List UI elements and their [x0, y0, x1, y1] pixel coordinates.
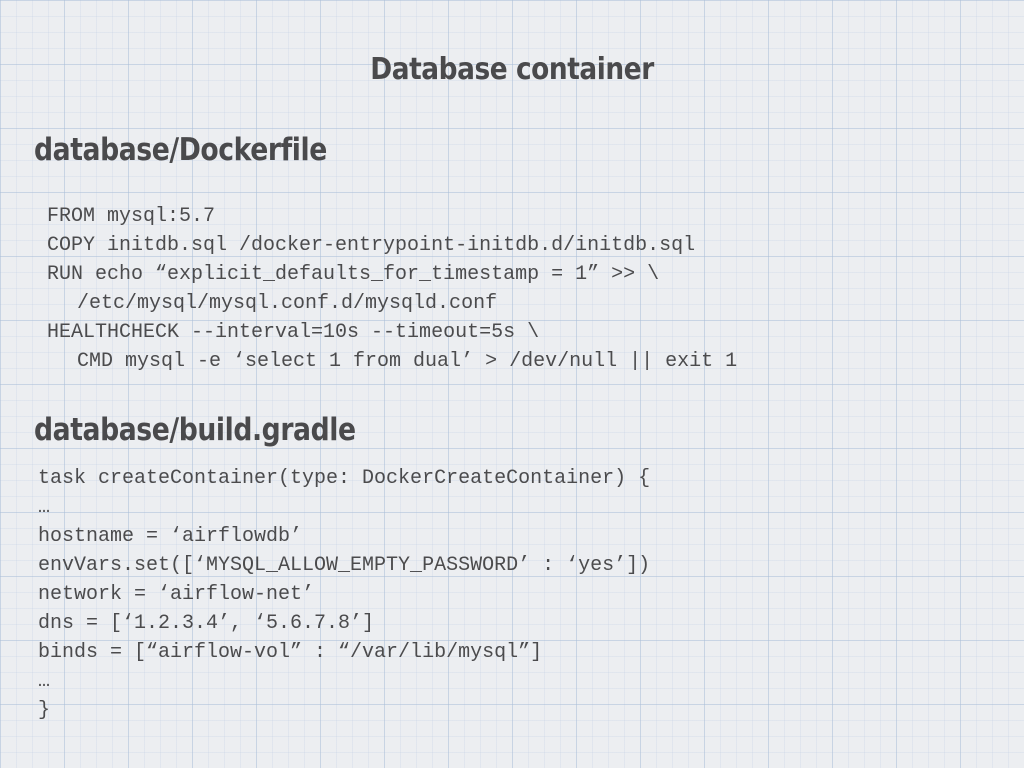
dockerfile-heading: database/Dockerfile [34, 132, 327, 168]
code-line: hostname = ‘airflowdb’ [38, 525, 303, 548]
code-line: dns = [‘1.2.3.4’, ‘5.6.7.8’] [38, 612, 375, 635]
gradle-heading: database/build.gradle [34, 412, 356, 448]
code-line: COPY initdb.sql /docker-entrypoint-initd… [47, 234, 696, 257]
code-line: } [38, 699, 51, 722]
code-line: HEALTHCHECK --interval=10s --timeout=5s … [47, 321, 540, 344]
code-line: … [38, 496, 51, 519]
code-line: envVars.set([‘MYSQL_ALLOW_EMPTY_PASSWORD… [38, 554, 651, 577]
gradle-code-block: task createContainer(type: DockerCreateC… [38, 464, 650, 725]
code-line: FROM mysql:5.7 [47, 205, 216, 228]
code-line: network = ‘airflow-net’ [38, 583, 315, 606]
code-line: /etc/mysql/mysql.conf.d/mysqld.conf [77, 292, 498, 315]
code-line: CMD mysql -e ‘select 1 from dual’ > /dev… [77, 350, 738, 373]
code-line: RUN echo “explicit_defaults_for_timestam… [47, 263, 660, 286]
code-line: … [38, 670, 51, 693]
code-line: task createContainer(type: DockerCreateC… [38, 467, 651, 490]
slide-title: Database container [370, 52, 654, 87]
code-line: binds = [“airflow-vol” : “/var/lib/mysql… [38, 641, 543, 664]
